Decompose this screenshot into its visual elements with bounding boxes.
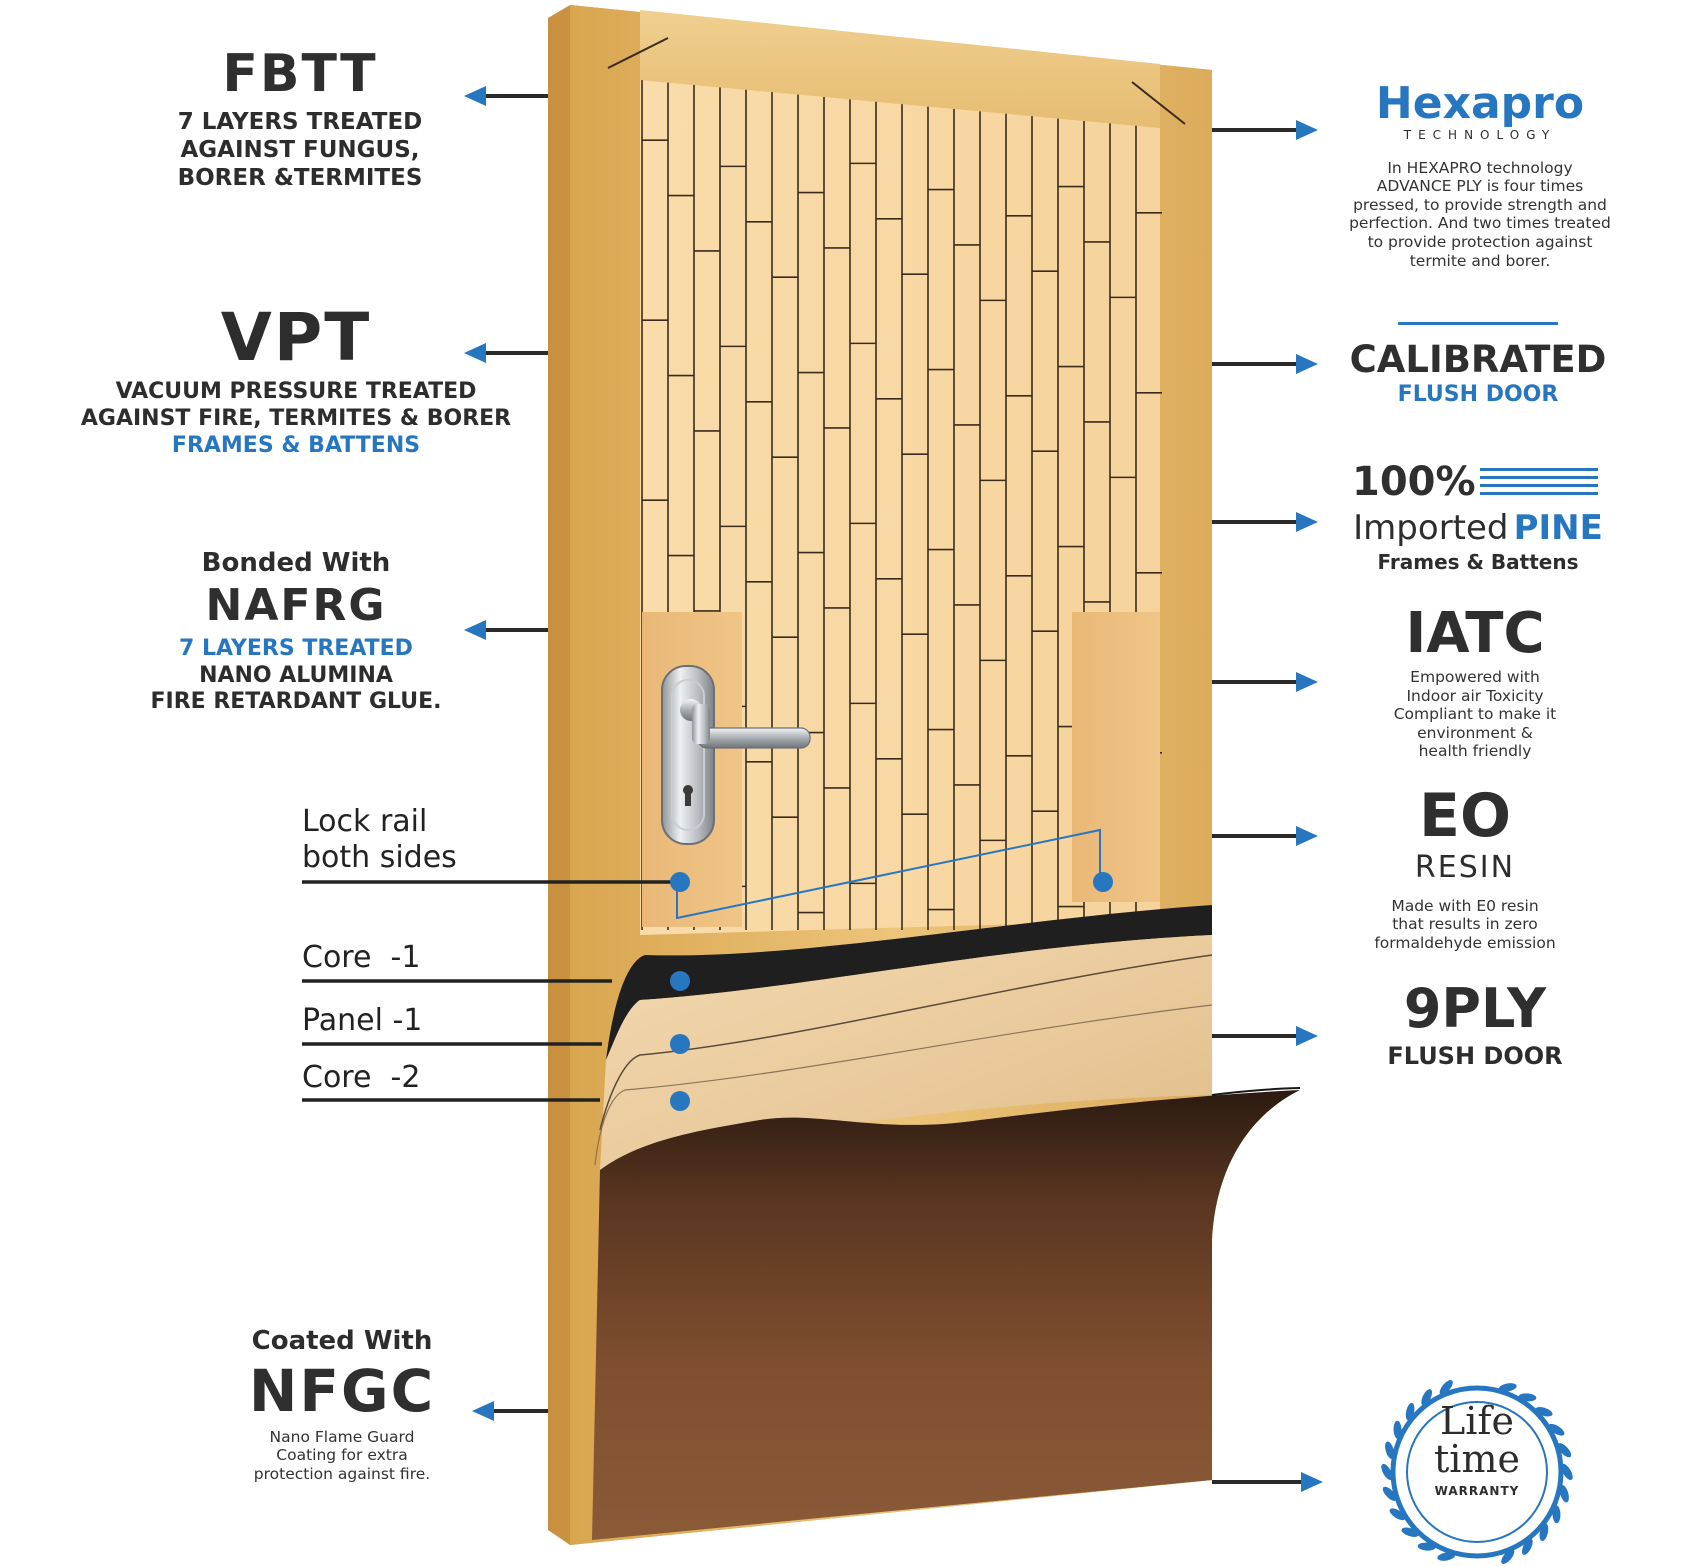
hexapro-line-3: pressed, to provide strength and (1353, 195, 1607, 214)
hexapro-line-2: ADVANCE PLY is four times (1376, 177, 1584, 196)
hexapro-block: Hexapro TECHNOLOGY In HEXAPRO technology… (1330, 82, 1630, 270)
eo-logo: EO (1419, 781, 1511, 851)
layer-dots (670, 872, 1113, 1111)
calibrated-sub: FLUSH DOOR (1397, 382, 1559, 407)
hexapro-line-4: perfection. And two times treated (1349, 214, 1611, 233)
iatc-line-2: Indoor air Toxicity (1406, 686, 1544, 705)
warranty-line-2: time (1434, 1437, 1520, 1481)
fbtt-block: FBTT 7 LAYERS TREATED AGAINST FUNGUS, BO… (150, 48, 450, 192)
nfgc-prefix: Coated With (251, 1326, 433, 1356)
pine-block: 100% Imported PINE Frames & Battens (1340, 462, 1616, 574)
nfgc-logo: NFGC (248, 1356, 436, 1425)
fbtt-line-2: AGAINST FUNGUS, (180, 137, 420, 164)
ply-logo: 9PLY (1403, 977, 1547, 1040)
nfgc-line-1: Nano Flame Guard (269, 1427, 415, 1446)
nafrg-prefix: Bonded With (201, 548, 391, 578)
eo-block: EO RESIN Made with E0 resin that results… (1345, 786, 1585, 952)
lifetime-warranty-seal (1381, 1380, 1573, 1564)
iatc-block: IATC Empowered with Indoor air Toxicity … (1360, 606, 1590, 761)
iatc-logo: IATC (1405, 601, 1545, 666)
hexapro-line-6: termite and borer. (1409, 251, 1551, 270)
hexapro-line-5: to provide protection against (1367, 233, 1593, 251)
nafrg-highlight: 7 LAYERS TREATED (179, 635, 413, 661)
iatc-line-1: Empowered with (1410, 668, 1540, 686)
eo-line-2: that results in zero (1392, 915, 1538, 934)
nfgc-line-2: Coating for extra (276, 1446, 408, 1465)
pine-percent: 100% (1352, 459, 1476, 505)
hexapro-sub: TECHNOLOGY (1403, 128, 1557, 142)
nafrg-logo: NAFRG (205, 579, 387, 631)
fbtt-line-1: 7 LAYERS TREATED (177, 109, 423, 135)
nafrg-line-2: FIRE RETARDANT GLUE. (150, 689, 442, 715)
iatc-line-4: environment & (1417, 723, 1533, 742)
pine-imported: Imported (1353, 508, 1509, 548)
fbtt-logo: FBTT (222, 44, 378, 104)
nafrg-block: Bonded With NAFRG 7 LAYERS TREATED NANO … (130, 548, 462, 716)
core-2-label: Core -2 (302, 1060, 421, 1095)
ply-block: 9PLY FLUSH DOOR (1360, 982, 1590, 1071)
calibrated-logo: CALIBRATED (1349, 338, 1607, 381)
nafrg-line-1: NANO ALUMINA (199, 662, 393, 688)
nfgc-line-3: protection against fire. (253, 1464, 431, 1483)
vpt-line-2: AGAINST FIRE, TERMITES & BORER (80, 405, 512, 431)
warranty-line-3: WARRANTY (1434, 1484, 1520, 1498)
pine-stripes (1480, 468, 1598, 498)
calibrated-block: CALIBRATED FLUSH DOOR (1338, 322, 1618, 409)
hexapro-line-1: In HEXAPRO technology (1387, 158, 1573, 177)
fbtt-line-3: BORER &TERMITES (177, 165, 423, 192)
nfgc-block: Coated With NFGC Nano Flame Guard Coatin… (222, 1326, 462, 1484)
lock-rail-line-1: Lock rail (302, 804, 428, 839)
vpt-highlight: FRAMES & BATTENS (171, 432, 421, 458)
eo-line-1: Made with E0 resin (1391, 896, 1539, 915)
eo-sub: RESIN (1414, 850, 1516, 885)
vpt-block: VPT VACUUM PRESSURE TREATED AGAINST FIRE… (80, 305, 512, 459)
lock-rail-label: Lock rail both sides (302, 804, 457, 876)
calibrated-marks (1398, 322, 1558, 335)
vpt-line-1: VACUUM PRESSURE TREATED (115, 379, 477, 404)
pine-word: PINE (1513, 508, 1603, 548)
core-strips (640, 80, 1162, 935)
warranty-text: Life time WARRANTY (1397, 1402, 1557, 1498)
core-1-layer (606, 905, 1212, 1060)
lock-rail-right (1072, 612, 1160, 902)
iatc-line-5: health friendly (1418, 742, 1532, 761)
panel-1-layer (600, 935, 1212, 1170)
core-1-label: Core -1 (302, 940, 421, 975)
ply-sub: FLUSH DOOR (1387, 1042, 1563, 1070)
pine-sub: Frames & Battens (1377, 550, 1579, 574)
left-arrows (464, 86, 548, 1421)
face-veneer (592, 1090, 1300, 1540)
iatc-line-3: Compliant to make it (1393, 705, 1557, 724)
lock-rail-line-2: both sides (302, 840, 457, 875)
warranty-line-1: Life (1440, 1399, 1514, 1443)
right-arrows (1212, 120, 1323, 1492)
panel-1-label: Panel -1 (302, 1003, 423, 1038)
layer-pointers (302, 880, 680, 1102)
vpt-logo: VPT (220, 299, 372, 376)
top-rail (640, 10, 1160, 128)
hexapro-logo: Hexapro (1375, 78, 1585, 129)
door-handle-icon (661, 665, 811, 845)
eo-line-3: formaldehyde emission (1374, 933, 1556, 952)
